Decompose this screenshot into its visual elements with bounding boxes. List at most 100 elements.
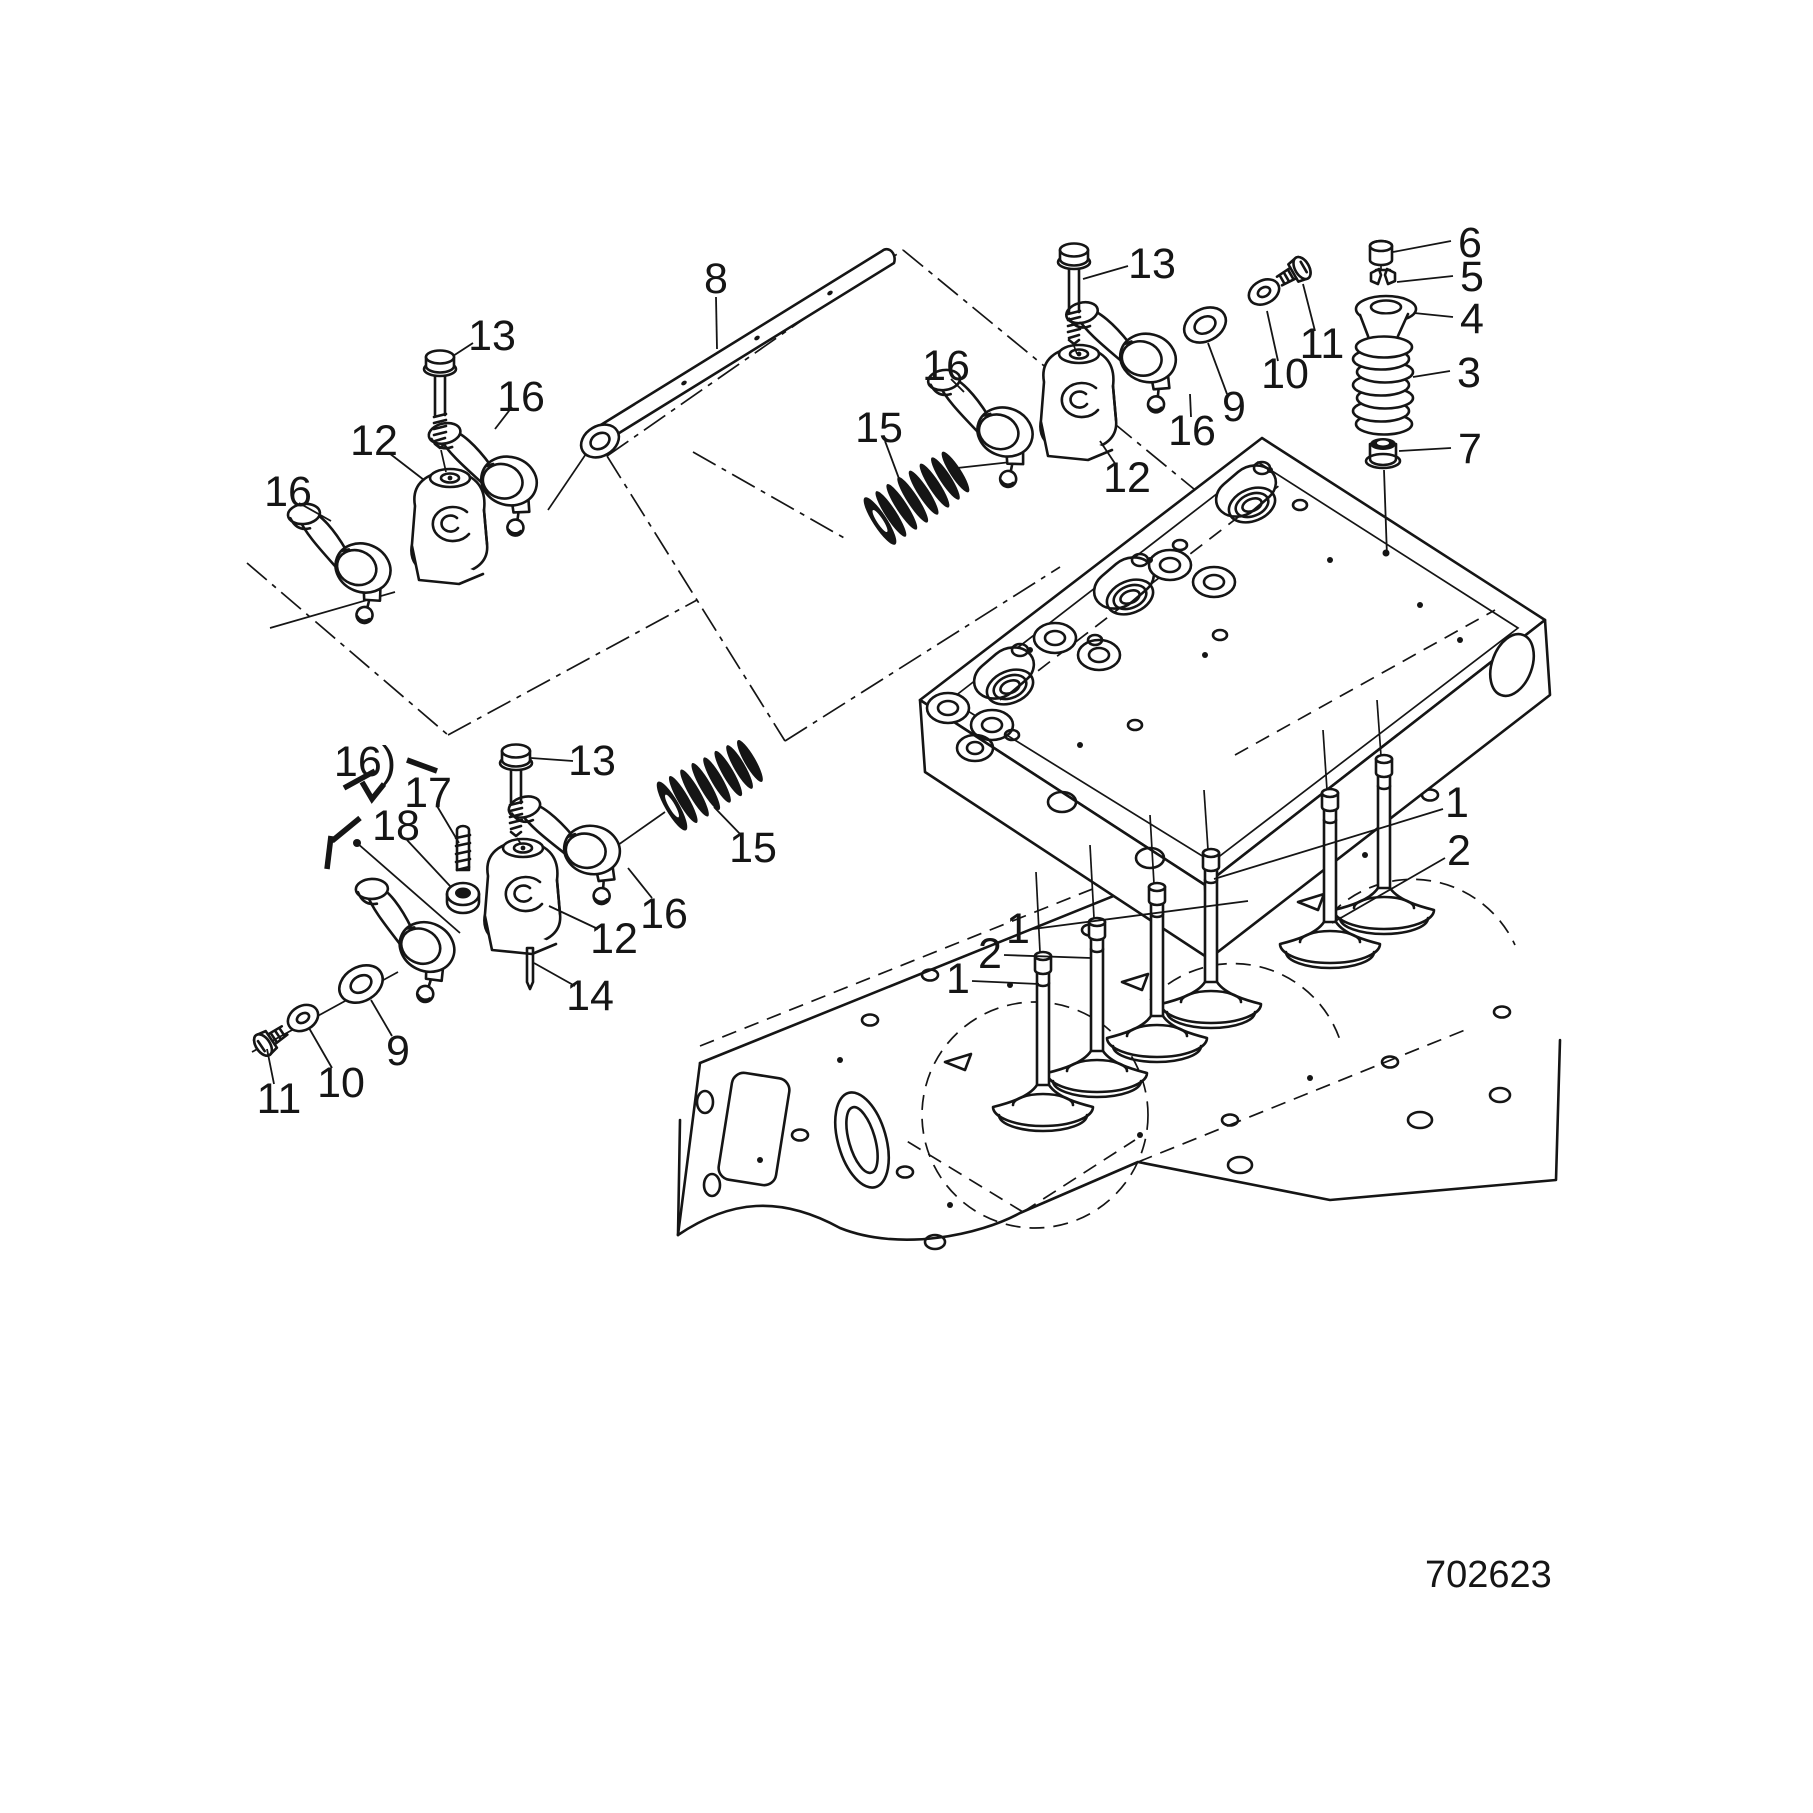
adjust-screw-lower: [252, 1025, 289, 1057]
callout-leader-16: [494, 406, 513, 430]
figure-number: 702623: [1425, 1554, 1552, 1596]
callout-label-13: 13: [468, 312, 516, 360]
valve-ports: [925, 548, 1237, 742]
callout-label-10: 10: [317, 1059, 365, 1107]
callout-label-12: 12: [1103, 454, 1151, 502]
callout-label-11: 11: [1300, 320, 1345, 368]
callout-leader-17: [436, 805, 460, 844]
callout-leader-16: [627, 867, 653, 899]
callout-label-5: 5: [1460, 253, 1484, 301]
callout-label-3: 3: [1457, 349, 1481, 397]
washer-9-lower: [338, 964, 384, 1004]
callout-leader-4: [1413, 312, 1454, 318]
callout-leader-16: [950, 378, 965, 393]
callout-leader-14: [533, 962, 576, 987]
callout-label-12: 12: [350, 417, 398, 465]
push-spring-lower: [656, 740, 763, 831]
callout-leader-18: [406, 839, 451, 887]
valves: [991, 699, 1436, 1133]
callout-label-7: 7: [1458, 425, 1482, 473]
callout-leader-16: [298, 502, 332, 522]
callout-layer: 6543713111091615121681316121616)17181315…: [257, 219, 1484, 1123]
callout-label-1: 1: [1006, 905, 1030, 953]
callout-label-16: 16: [1168, 407, 1216, 455]
callout-label-6: 6: [1458, 219, 1482, 267]
rocker-pedestal-lower: [483, 837, 562, 956]
callout-label-8: 8: [704, 255, 728, 303]
callout-leader-12: [388, 452, 425, 481]
callout-label-10: 10: [1261, 350, 1309, 398]
callout-leader-15: [713, 806, 743, 837]
callout-label-18: 18: [372, 802, 420, 850]
callout-label-15: 15: [855, 404, 903, 452]
callout-leader-6: [1392, 240, 1452, 253]
callout-label-11: 11: [257, 1075, 302, 1123]
lock-nut: [445, 881, 481, 915]
callout-leader-15: [884, 440, 902, 485]
callout-leader-12: [548, 905, 599, 930]
flange-bolt-lower: [498, 743, 534, 845]
callout-leader-5: [1396, 275, 1454, 283]
adjusting-stud: [454, 824, 472, 872]
callout-leader-1: [1213, 808, 1444, 880]
callout-leader-9: [1207, 342, 1228, 395]
callout-label-16): 16): [334, 738, 396, 786]
valve-cap: [1368, 239, 1394, 271]
callout-leader-8: [715, 296, 718, 350]
valve-spring: [1351, 335, 1415, 436]
callout-leader-10: [1266, 310, 1279, 362]
rocker-pedestal-left: [410, 467, 489, 586]
callout-label-16: 16: [264, 468, 312, 516]
callout-leader-9: [370, 999, 393, 1037]
callout-leader-11: [1302, 283, 1316, 332]
callout-leader-2: [1003, 954, 1092, 959]
callout-leader-1: [971, 980, 1040, 985]
callout-leader-12: [1099, 440, 1117, 466]
pivot-pin: [525, 946, 535, 991]
push-spring-upper: [863, 451, 970, 545]
callout-leader-2: [1331, 857, 1446, 924]
callout-label-13: 13: [1128, 240, 1176, 288]
injector-bosses: [972, 460, 1278, 706]
adjust-screw-upper: [1275, 255, 1312, 287]
valve-collets: [1369, 267, 1397, 286]
callout-label-12: 12: [590, 915, 638, 963]
flange-bolt-left: [422, 349, 458, 473]
callout-label-14: 14: [566, 972, 614, 1020]
callout-leader-13: [452, 342, 474, 357]
callout-label-17: 17: [404, 769, 452, 817]
callout-label-9: 9: [386, 1027, 410, 1075]
valve: [991, 950, 1095, 1133]
callout-label-16: 16: [497, 373, 545, 421]
callout-label-2: 2: [1447, 827, 1471, 875]
valve-stem-seal: [1364, 438, 1402, 470]
callout-label-4: 4: [1460, 295, 1484, 343]
flange-bolt-upper: [1056, 242, 1092, 355]
callout-label-15: 15: [729, 824, 777, 872]
valve-spring-stack: [1351, 239, 1418, 470]
callout-label-2: 2: [978, 930, 1002, 978]
callout-leader-16: [1189, 393, 1192, 418]
callout-leader-7: [1398, 447, 1452, 452]
callout-label-9: 9: [1222, 383, 1246, 431]
dashed-shaft-marks: [324, 757, 438, 870]
callout-label-1: 1: [946, 955, 970, 1003]
callout-leader-10: [308, 1027, 333, 1069]
callout-leader-13: [530, 757, 574, 762]
washer-left: [579, 423, 621, 459]
callout-leader-3: [1412, 370, 1451, 378]
washer-10-upper: [1247, 278, 1281, 306]
cylinder-head: [918, 436, 1552, 960]
washer-9-upper: [1182, 306, 1228, 344]
callout-leader-13: [1082, 265, 1129, 280]
valve: [1045, 916, 1149, 1099]
callout-label-13: 13: [568, 737, 616, 785]
head-bolt-holes: [1003, 467, 1463, 748]
callout-label-16: 16: [640, 890, 688, 938]
callout-label-16: 16: [922, 342, 970, 390]
rocker-shaft: [588, 247, 896, 447]
callout-label-1: 1: [1445, 779, 1469, 827]
callout-leader-1: [1032, 900, 1249, 930]
